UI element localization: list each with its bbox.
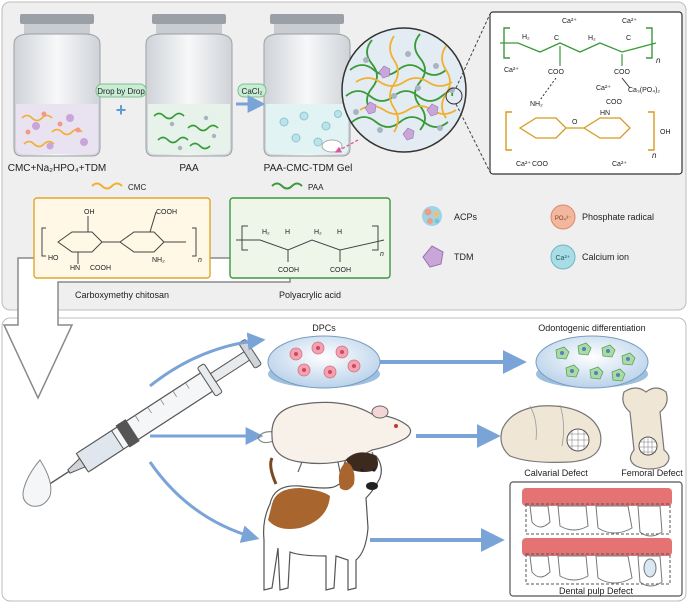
cmc-nh2: NH₂ xyxy=(152,257,165,264)
paa-h-1: H xyxy=(285,229,290,236)
structure-box xyxy=(489,11,683,175)
cmc-tag: CMC xyxy=(128,183,146,192)
legend-tdm: TDM xyxy=(454,252,474,262)
jar-gel xyxy=(263,14,351,157)
paa-chain xyxy=(500,42,657,53)
paa-bracket-right xyxy=(646,27,653,59)
calcium-icon xyxy=(550,244,576,270)
cmc-bracket-left xyxy=(505,111,512,151)
ca-top2: Ca²⁺ xyxy=(622,18,637,25)
cmc-box xyxy=(33,197,211,279)
coo-3: COO xyxy=(606,99,623,106)
oh: OH xyxy=(660,129,671,136)
odontogenic-dish xyxy=(535,335,649,389)
c-1: C xyxy=(554,35,559,42)
cmc-hn: HN xyxy=(70,265,80,272)
phosphate-symbol: PO₄³⁻ xyxy=(555,216,571,222)
jar-cmc xyxy=(13,14,101,157)
n-top: n xyxy=(656,56,661,65)
step1-label: Drop by Drop xyxy=(97,87,145,96)
paa-n: n xyxy=(380,251,384,258)
calcium-symbol: Ca²⁺ xyxy=(556,255,571,262)
tdm-icon xyxy=(422,245,444,268)
paa-h2-1: H₂ xyxy=(262,229,270,236)
femoral-label: Femoral Defect xyxy=(621,468,683,478)
calvarial-label: Calvarial Defect xyxy=(524,468,588,478)
jar2-label: PAA xyxy=(179,163,199,174)
paa-cooh2: COOH xyxy=(330,267,351,274)
cmc-oh: OH xyxy=(84,209,95,216)
c-2: C xyxy=(626,35,631,42)
acps-icon xyxy=(422,206,442,226)
jar-paa xyxy=(145,14,233,157)
jar3-label: PAA-CMC-TDM Gel xyxy=(264,163,353,174)
legend-calcium: Calcium ion xyxy=(582,252,629,262)
cmc-structure xyxy=(41,211,197,264)
zoom-line-bottom xyxy=(455,103,491,173)
o-ring: O xyxy=(572,119,578,126)
coo-1: COO xyxy=(548,69,565,76)
dental-label: Dental pulp Defect xyxy=(559,586,634,596)
n-bottom: n xyxy=(652,151,657,160)
cmc-cooh: COOH xyxy=(156,209,177,216)
cmc-n: n xyxy=(198,257,202,264)
plus-sign: + xyxy=(116,100,127,120)
dog-illustration xyxy=(263,452,382,591)
cmc-bracket-right xyxy=(648,111,655,151)
skull-illustration xyxy=(500,404,602,463)
paa-h2-2: H₂ xyxy=(314,229,322,236)
dpcs-dish xyxy=(267,335,381,389)
paa-h-2: H xyxy=(337,229,342,236)
femur-illustration xyxy=(622,387,670,470)
zoom-line-top xyxy=(455,13,491,89)
cmc-ho: HO xyxy=(48,255,59,262)
jar1-label: CMC+Na₂HPO₄+TDM xyxy=(8,163,107,174)
paa-strand xyxy=(271,182,303,190)
hn: HN xyxy=(600,110,610,117)
coo-4: COO xyxy=(532,161,549,168)
cmc-strand xyxy=(91,182,123,190)
arrow-to-dpcs xyxy=(149,332,266,388)
arrow-to-dog xyxy=(148,461,260,543)
ca3po4: Ca₃(PO₄)₂ xyxy=(628,87,660,94)
legend-phosphate: Phosphate radical xyxy=(582,212,654,222)
ca-mid: Ca²⁺ xyxy=(596,85,611,92)
nh2: NH₂ xyxy=(530,101,543,108)
ionic-bond1 xyxy=(539,77,557,101)
ca-bottom1: Ca²⁺ xyxy=(516,161,531,168)
step1-badge xyxy=(95,83,147,98)
phosphate-icon xyxy=(550,204,576,230)
step2-label: CaCl₂ xyxy=(242,87,263,96)
paa-cooh1: COOH xyxy=(278,267,299,274)
ca-left: Ca²⁺ xyxy=(504,67,519,74)
network-zoom xyxy=(341,27,467,153)
h2-1: H₂ xyxy=(522,34,530,41)
paa-box xyxy=(229,197,391,279)
coo-2: COO xyxy=(614,69,631,76)
h2-2: H₂ xyxy=(588,35,596,42)
syringe xyxy=(22,339,262,507)
paa-structure xyxy=(236,225,385,262)
dpcs-label: DPCs xyxy=(312,323,336,333)
legend-acps: ACPs xyxy=(454,212,478,222)
cmc-name: Carboxymethy chitosan xyxy=(75,290,169,300)
tooth-row-2 xyxy=(522,538,672,587)
ca-bottom2: Ca²⁺ xyxy=(612,161,627,168)
paa-name: Polyacrylic acid xyxy=(279,290,341,300)
ca-top1: Ca²⁺ xyxy=(562,18,577,25)
paa-tag: PAA xyxy=(308,183,324,192)
ionic-bond2 xyxy=(621,77,631,89)
cmc-ring2 xyxy=(582,117,631,139)
tooth-row-1 xyxy=(522,488,672,537)
cmc-cooh2: COOH xyxy=(90,265,111,272)
zoom-pointer xyxy=(334,139,359,153)
odontogenic-label: Odontogenic differentiation xyxy=(538,323,645,333)
